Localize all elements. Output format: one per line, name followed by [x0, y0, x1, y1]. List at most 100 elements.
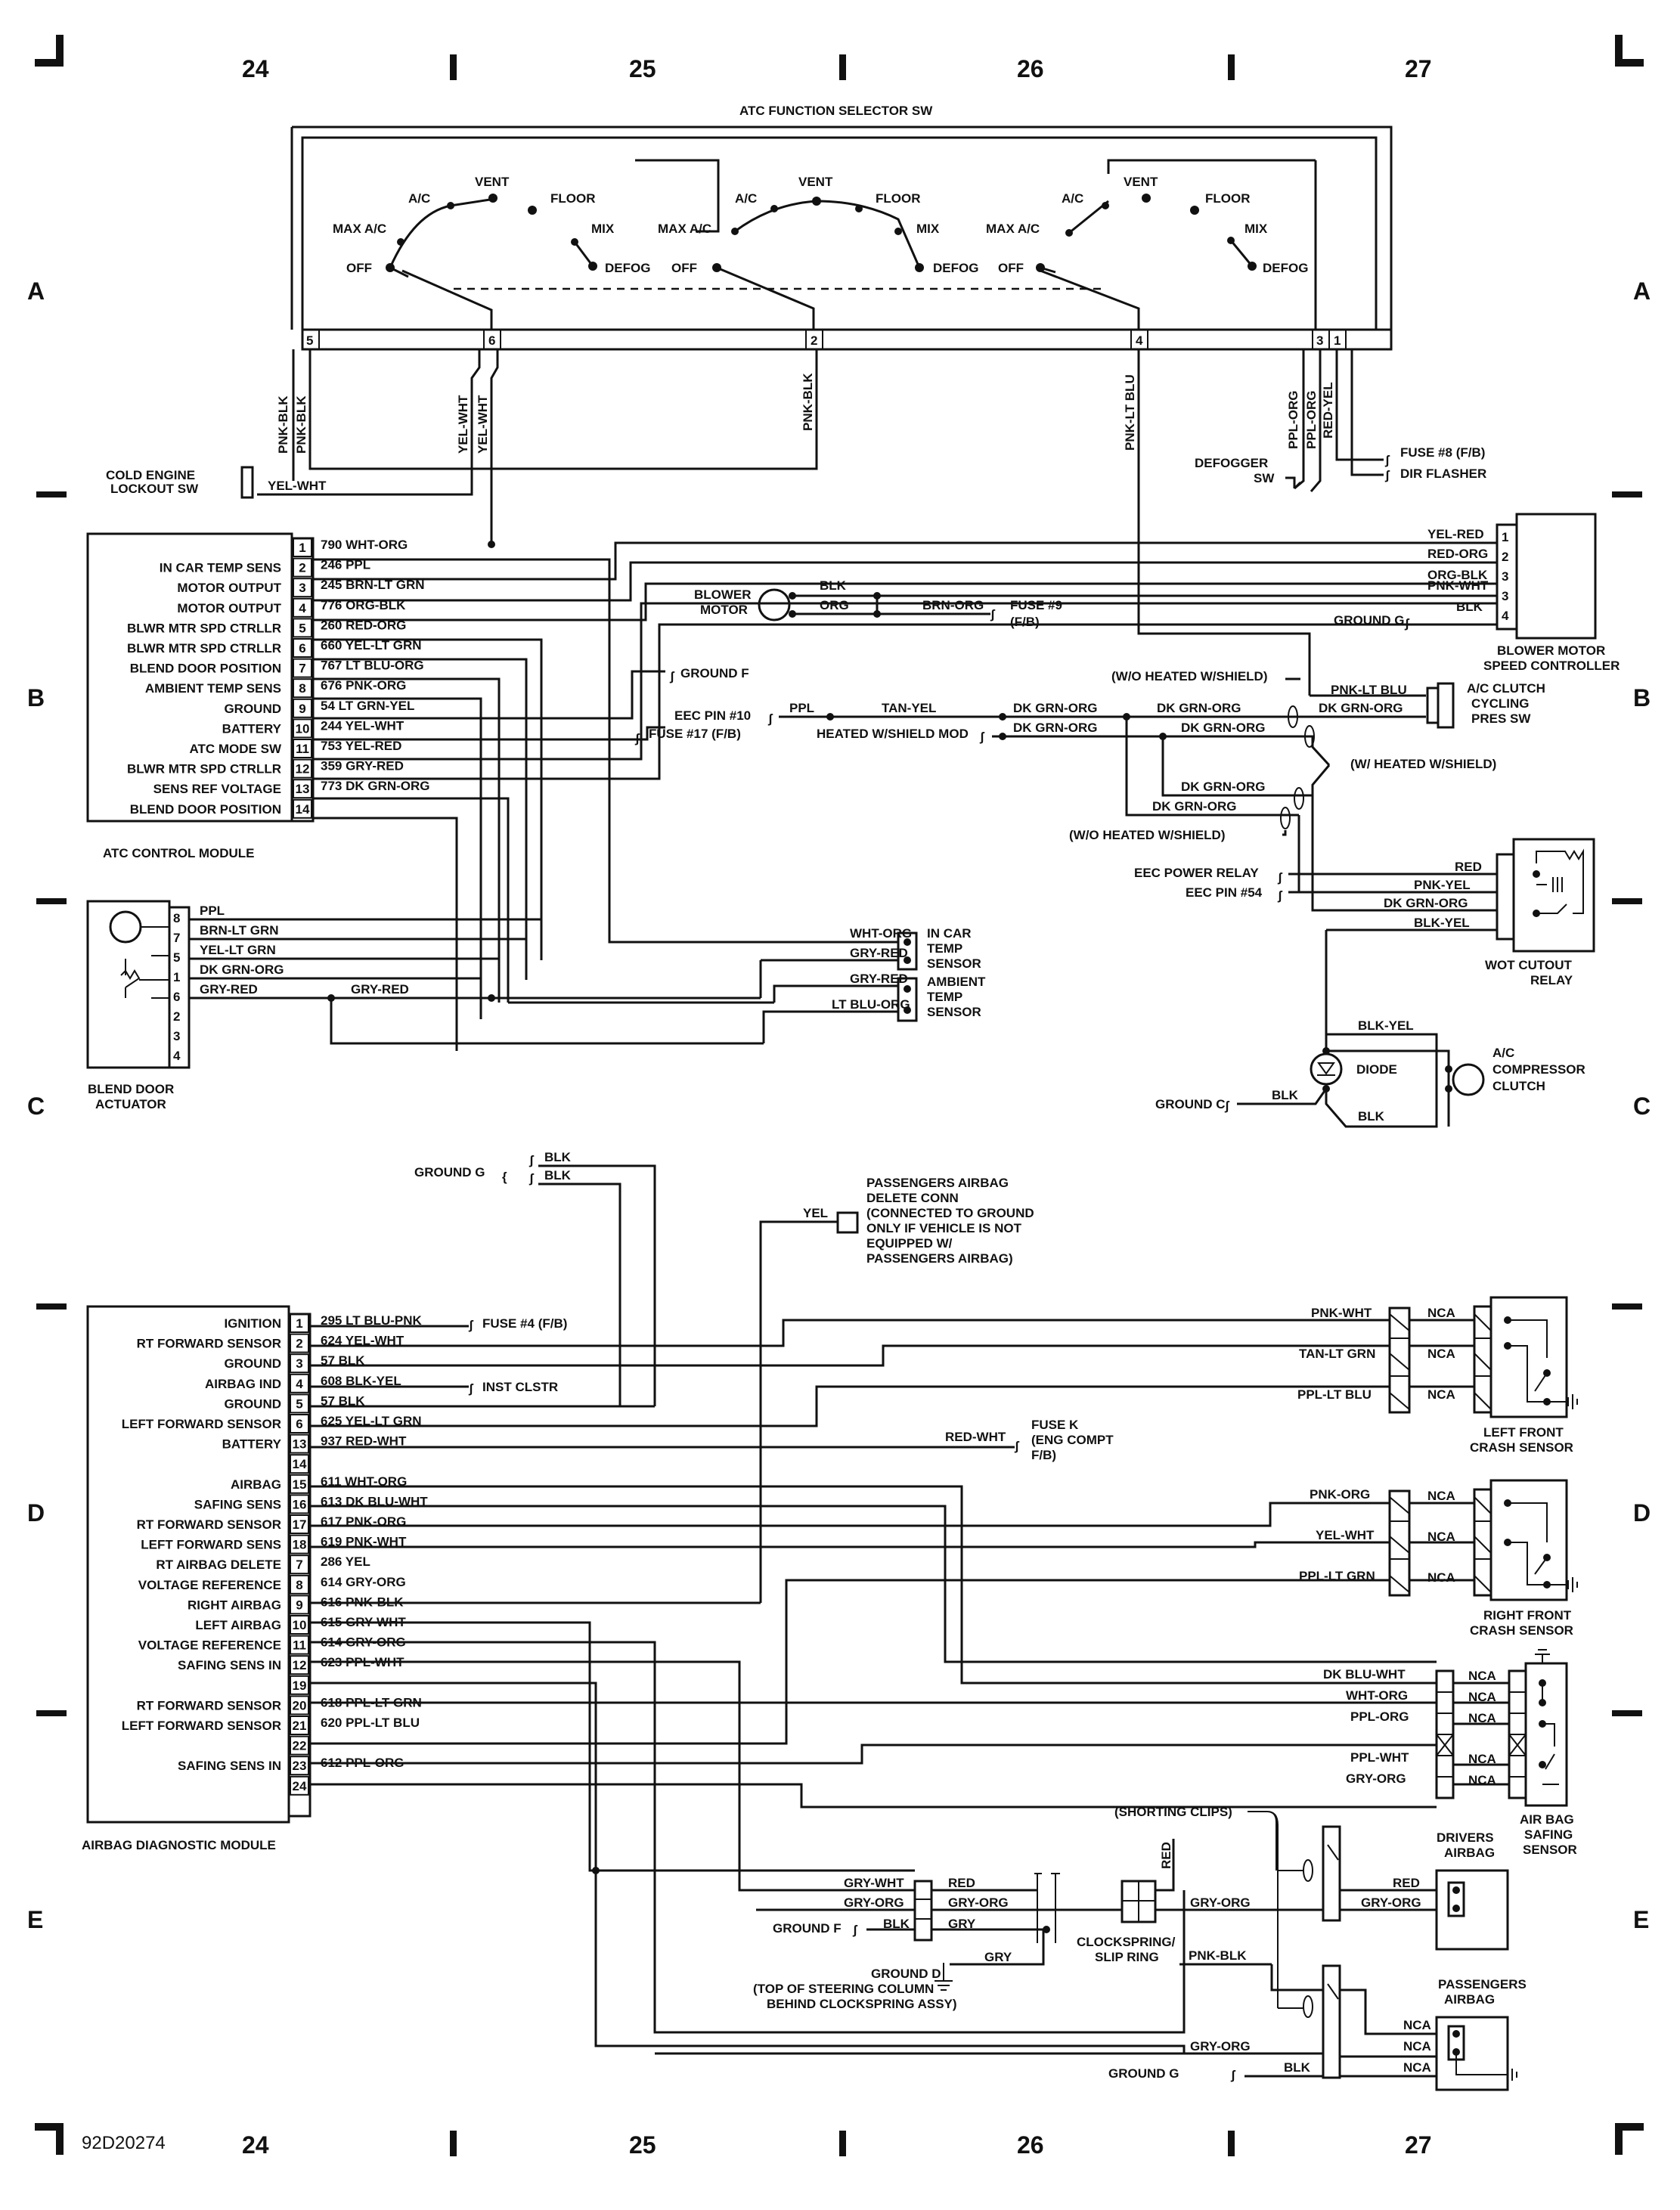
wire-label: DK GRN-ORG [1152, 799, 1236, 814]
wire-label: WHT-ORG [850, 926, 912, 941]
svg-text:ʃ: ʃ [669, 669, 675, 683]
ambient-temp-sensor: GRY-RED LT BLU-ORG AMBIENT TEMP SENSOR [508, 972, 986, 1043]
atc-pin-cell [293, 597, 312, 618]
wire-label: GRY-WHT [844, 1876, 904, 1890]
col-label: 26 [1017, 2131, 1044, 2159]
nca-label: NCA [1427, 1306, 1455, 1320]
wot-wire: RED [1455, 860, 1482, 874]
wot-wire: BLK-YEL [1414, 916, 1470, 930]
cold-engine-label: COLD ENGINE [106, 468, 195, 482]
row-label: A [27, 277, 45, 305]
sensor-title: TEMP [927, 941, 962, 956]
actuator-wire: GRY-RED [351, 982, 409, 997]
in-car-temp-sensor: WHT-ORG GRY-RED IN CAR TEMP SENSOR [609, 926, 981, 998]
blower-motor-label: MOTOR [700, 603, 748, 617]
pos-maxac: MAX A/C [658, 222, 711, 236]
fuse-k-label: (ENG COMPT [1031, 1433, 1114, 1447]
delete-conn-label: PASSENGERS AIRBAG) [866, 1251, 1013, 1266]
dir-flasher-label: DIR FLASHER [1400, 466, 1486, 481]
wire-label: TAN-LT GRN [1299, 1347, 1375, 1361]
row-label: E [1633, 1906, 1649, 1933]
airbag-pin-label: BATTERY [222, 1437, 282, 1452]
compressor-title: CLUTCH [1492, 1079, 1545, 1093]
nca-label: NCA [1468, 1669, 1496, 1683]
blend-door-actuator: 8 7 5 1 6 2 3 4 PPL BRN-LT GRN YEL-LT GR… [86, 900, 764, 1111]
actuator-wire: BRN-LT GRN [200, 923, 279, 938]
wire-label: PPL-LT BLU [1297, 1387, 1372, 1402]
svg-text:ʃ: ʃ [767, 711, 773, 726]
wire-label: TAN-YEL [882, 701, 936, 715]
svg-text:ʃ: ʃ [1277, 888, 1283, 903]
atc-pin-number: 4 [299, 601, 306, 615]
atc-pin-label: SENS REF VOLTAGE [153, 782, 281, 796]
nca-label: NCA [1427, 1530, 1455, 1544]
airbag-pin-wire: 611 WHT-ORG [321, 1474, 407, 1489]
fuse8-label: FUSE #8 (F/B) [1400, 445, 1485, 460]
wire-label: DK BLU-WHT [1323, 1667, 1406, 1682]
wire-label: BLK [544, 1168, 572, 1182]
blower-motor-label: BLOWER [694, 587, 752, 602]
col-label: 26 [1017, 55, 1044, 82]
airbag-pin-cell [290, 1675, 309, 1695]
col-label: 24 [242, 2131, 269, 2159]
airbag-pin-number: 7 [296, 1558, 302, 1572]
row-label: C [1633, 1093, 1651, 1120]
airbag-pin-label: RT FORWARD SENSOR [137, 1698, 281, 1713]
nca-label: NCA [1468, 1711, 1496, 1725]
airbag-pin-label: IGNITION [224, 1316, 281, 1331]
wire-label: PPL-LT GRN [1299, 1569, 1375, 1583]
atc-pin-label: BLWR MTR SPD CTRLLR [127, 762, 281, 776]
heated-mod-label: HEATED W/SHIELD MOD [817, 727, 969, 741]
wire-label: GRY-ORG [1190, 1895, 1251, 1910]
delete-conn-label: PASSENGERS AIRBAG [866, 1176, 1009, 1190]
pos-ac: A/C [1062, 191, 1083, 206]
wire-label: PNK-LT BLU [1123, 374, 1137, 451]
wire-label: PNK-WHT [1311, 1306, 1372, 1320]
atc-pin-wire: 54 LT GRN-YEL [321, 699, 414, 713]
wire-label: BLK [544, 1150, 572, 1164]
wire-label: RED [1159, 1842, 1173, 1869]
wire-label: RED [1393, 1876, 1420, 1890]
column-labels-bottom: 24 25 26 27 [242, 2131, 1432, 2159]
airbag-pin-cell [290, 1534, 309, 1554]
airbag-pin-cell [290, 1615, 309, 1635]
sensor-title: SENSOR [927, 956, 981, 971]
wire-label: PPL-ORG [1350, 1709, 1409, 1724]
safing-title: SAFING [1524, 1827, 1573, 1842]
wire-label: RED-YEL [1321, 382, 1335, 439]
pos-floor: FLOOR [1205, 191, 1251, 206]
wire-label: BLK [1284, 2060, 1311, 2075]
atc-pin-number: 7 [299, 662, 305, 676]
airbag-pin-label: RT AIRBAG DELETE [156, 1558, 281, 1572]
airbag-pin-cell [290, 1554, 309, 1575]
ground-d-label: BEHIND CLOCKSPRING ASSY) [767, 1997, 957, 2011]
airbag-pin-label: LEFT AIRBAG [195, 1618, 281, 1632]
wot-wire: DK GRN-ORG [1384, 896, 1468, 910]
drivers-airbag-title: DRIVERS [1437, 1830, 1494, 1845]
wire-label: GRY-ORG [1190, 2039, 1251, 2053]
airbag-pin-number: 4 [296, 1377, 303, 1391]
atc-pin-number: 10 [296, 721, 310, 736]
airbag-pin-wire: 608 BLK-YEL [321, 1374, 401, 1388]
airbag-pin-cell [290, 1574, 309, 1595]
airbag-pin-cell [290, 1393, 309, 1414]
atc-pin-number: 1 [299, 541, 305, 555]
atc-pin-label: BLWR MTR SPD CTRLLR [127, 621, 281, 635]
nca-label: NCA [1427, 1570, 1455, 1585]
wo-heated-label: (W/O HEATED W/SHIELD) [1069, 828, 1226, 842]
atc-pin-wire: 244 YEL-WHT [321, 718, 405, 733]
controller-pin: 4 [1502, 609, 1509, 623]
actuator-pin: 5 [173, 950, 180, 965]
airbag-pin-label: SAFING SENS IN [178, 1658, 281, 1672]
wire-label: GRY-ORG [844, 1895, 904, 1910]
airbag-pin-number: 19 [293, 1678, 307, 1693]
sensor-title: TEMP [927, 990, 962, 1004]
crash-title: LEFT FRONT [1483, 1425, 1564, 1440]
wire-label: PNK-LT BLU [1331, 683, 1407, 697]
atc-pin-cell [293, 678, 312, 699]
atc-pin-number: 14 [296, 802, 310, 817]
eec-ac-clutch-wiring: (W/O HEATED W/SHIELD) PNK-LT BLU ʃ EEC P… [674, 669, 1545, 894]
controller-wire: RED-ORG [1427, 547, 1488, 561]
atc-pin-label: MOTOR OUTPUT [177, 601, 281, 615]
